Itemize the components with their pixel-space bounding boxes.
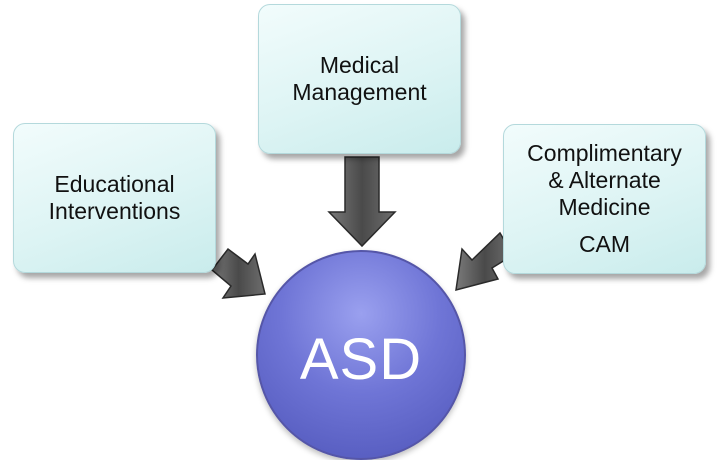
node-educational-line-2: Interventions (48, 198, 181, 224)
node-cam-line-2: & Alternate (548, 167, 661, 193)
node-educational-line-1: Educational (54, 171, 175, 197)
node-medical-management: Medical Management (258, 4, 461, 154)
arrow-medical-to-asd (327, 156, 397, 248)
node-medical-line-1: Medical (319, 52, 400, 78)
node-cam-abbrev: CAM (578, 231, 631, 257)
node-cam-line-3: Medicine (558, 194, 651, 220)
arrow-educational-to-asd (210, 247, 266, 299)
node-educational-interventions: Educational Interventions (13, 123, 216, 273)
center-node-label: ASD (299, 326, 423, 392)
node-cam-line-1: Complimentary (527, 140, 682, 166)
center-node-asd: ASD (256, 250, 466, 460)
node-medical-line-2: Management (292, 79, 427, 105)
node-cam: Complimentary & Alternate Medicine CAM (503, 124, 706, 274)
